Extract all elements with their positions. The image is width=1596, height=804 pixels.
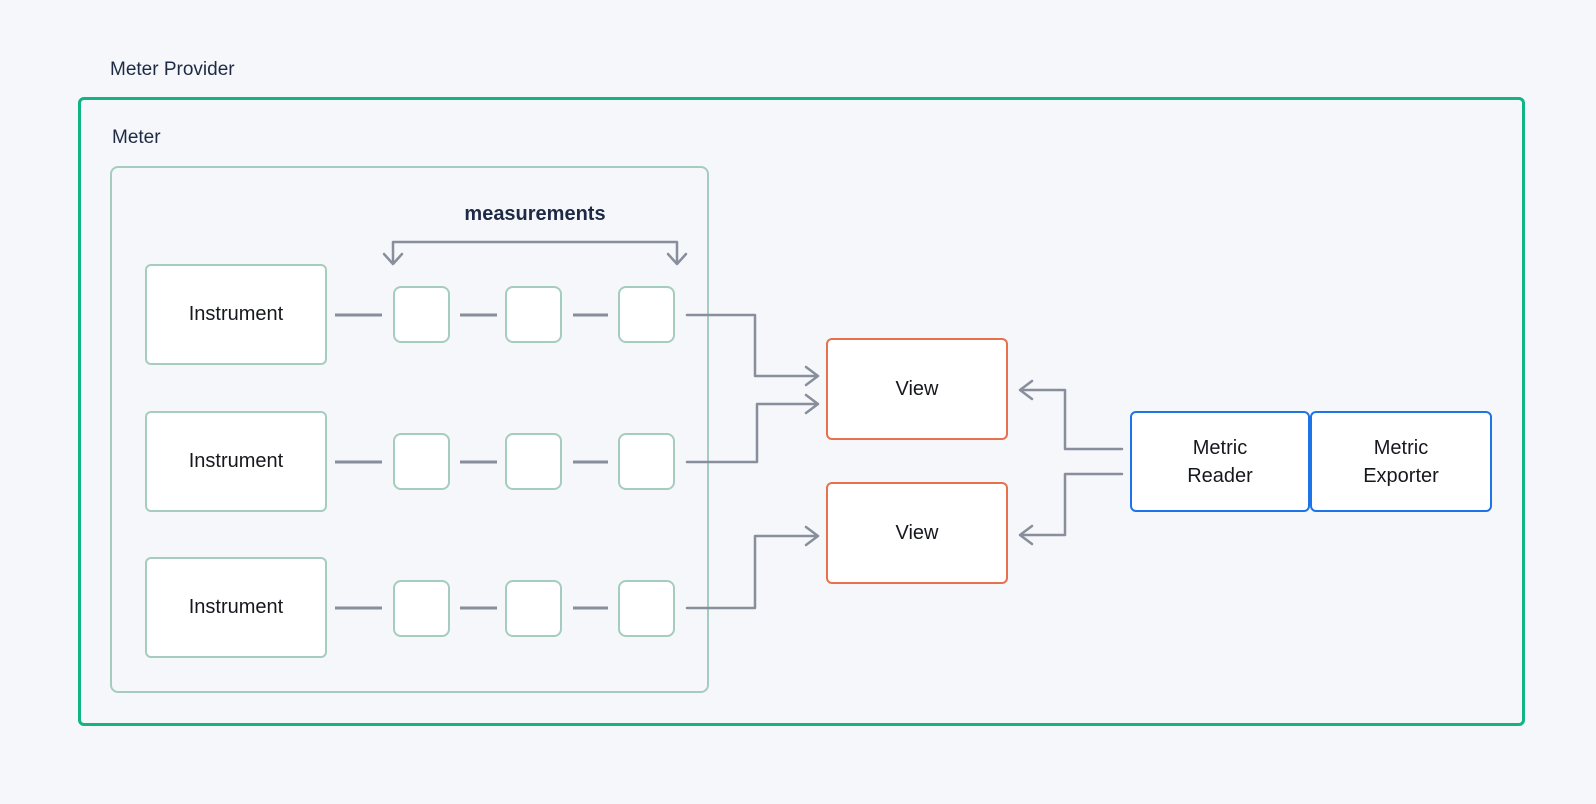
measurement-cell — [393, 580, 450, 637]
metric-exporter-label: Metric Exporter — [1363, 436, 1439, 487]
instrument-label: Instrument — [188, 303, 284, 325]
instrument-box-3: Instrument — [145, 557, 327, 658]
view-box-1: View — [826, 338, 1008, 440]
view-box-2: View — [826, 482, 1008, 584]
view-label: View — [895, 521, 939, 544]
instrument-label: Instrument — [188, 450, 284, 472]
measurements-label: measurements — [464, 203, 606, 225]
measurement-cell — [618, 286, 675, 343]
view-label: View — [895, 377, 939, 400]
measurement-cell — [393, 286, 450, 343]
measurement-cell — [618, 433, 675, 490]
meter-provider-frame — [78, 97, 1525, 726]
instrument-label: Instrument — [188, 596, 284, 618]
instrument-box-2: Instrument — [145, 411, 327, 512]
measurement-cell — [393, 433, 450, 490]
measurement-cell — [505, 433, 562, 490]
measurement-cell — [618, 580, 675, 637]
meter-provider-label: Meter Provider — [110, 59, 235, 80]
meter-label: Meter — [112, 127, 161, 148]
metric-reader-label: Metric Reader — [1187, 436, 1253, 487]
measurement-cell — [505, 580, 562, 637]
measurement-cell — [505, 286, 562, 343]
instrument-box-1: Instrument — [145, 264, 327, 365]
metric-exporter-box: Metric Exporter — [1310, 411, 1492, 512]
metric-reader-box: Metric Reader — [1130, 411, 1310, 512]
